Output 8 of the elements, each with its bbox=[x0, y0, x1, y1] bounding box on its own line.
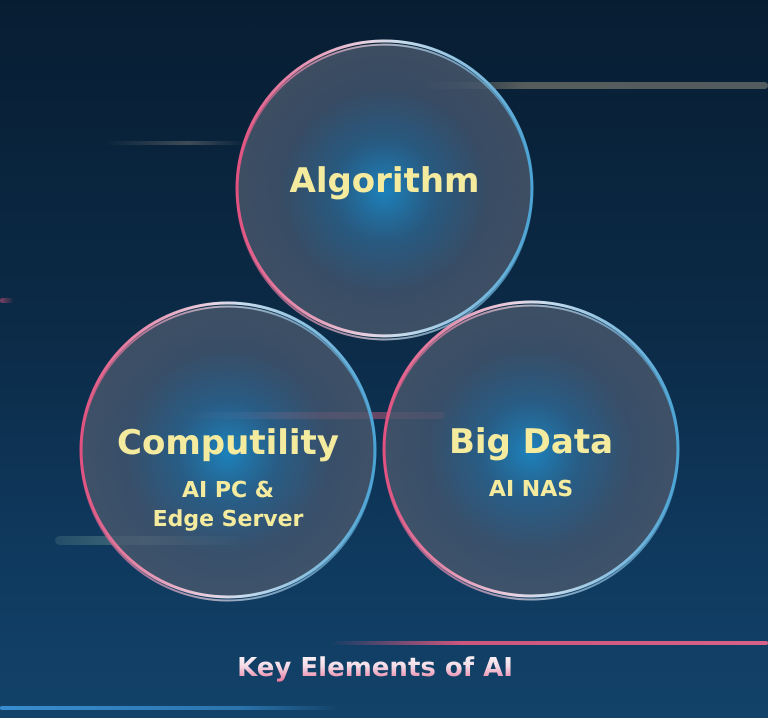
node-subtitle: AI PC & Edge Server bbox=[152, 477, 304, 534]
circle-node bbox=[233, 39, 536, 342]
node-heading: Big Data bbox=[448, 422, 614, 462]
circle-node bbox=[77, 301, 379, 603]
node-heading: Computility bbox=[117, 423, 339, 463]
node-heading: Algorithm bbox=[290, 161, 480, 201]
circle-node bbox=[380, 300, 682, 602]
node-subtitle: AI NAS bbox=[488, 476, 574, 504]
